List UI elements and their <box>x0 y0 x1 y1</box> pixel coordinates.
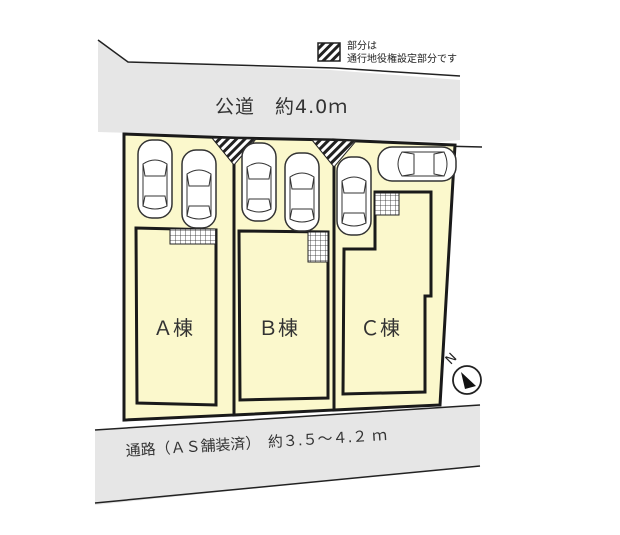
hatch-legend-icon <box>317 42 341 62</box>
passage-road <box>94 404 481 505</box>
building-c <box>341 190 433 396</box>
legend-text-line1: 部分は <box>347 41 377 52</box>
lot-b-label: Ｂ棟 <box>258 316 298 340</box>
easement-hatch-bc <box>310 139 358 168</box>
legend-text-line2: 通行地役権設定部分です <box>347 54 457 65</box>
car-icon <box>377 146 457 182</box>
building-a <box>134 226 218 407</box>
public-road-label: 公道 約4.0ｍ <box>215 96 349 118</box>
lot-a-label: Ａ棟 <box>153 316 193 340</box>
car-icon <box>241 142 277 222</box>
car-icon <box>284 152 320 232</box>
legend <box>317 42 341 62</box>
car-icon <box>181 149 217 229</box>
north-compass-icon <box>452 365 482 395</box>
car-icon <box>336 156 372 236</box>
lot-c-label: Ｃ棟 <box>360 316 400 340</box>
compass-north-label: N <box>443 350 460 367</box>
car-icon <box>137 139 173 219</box>
